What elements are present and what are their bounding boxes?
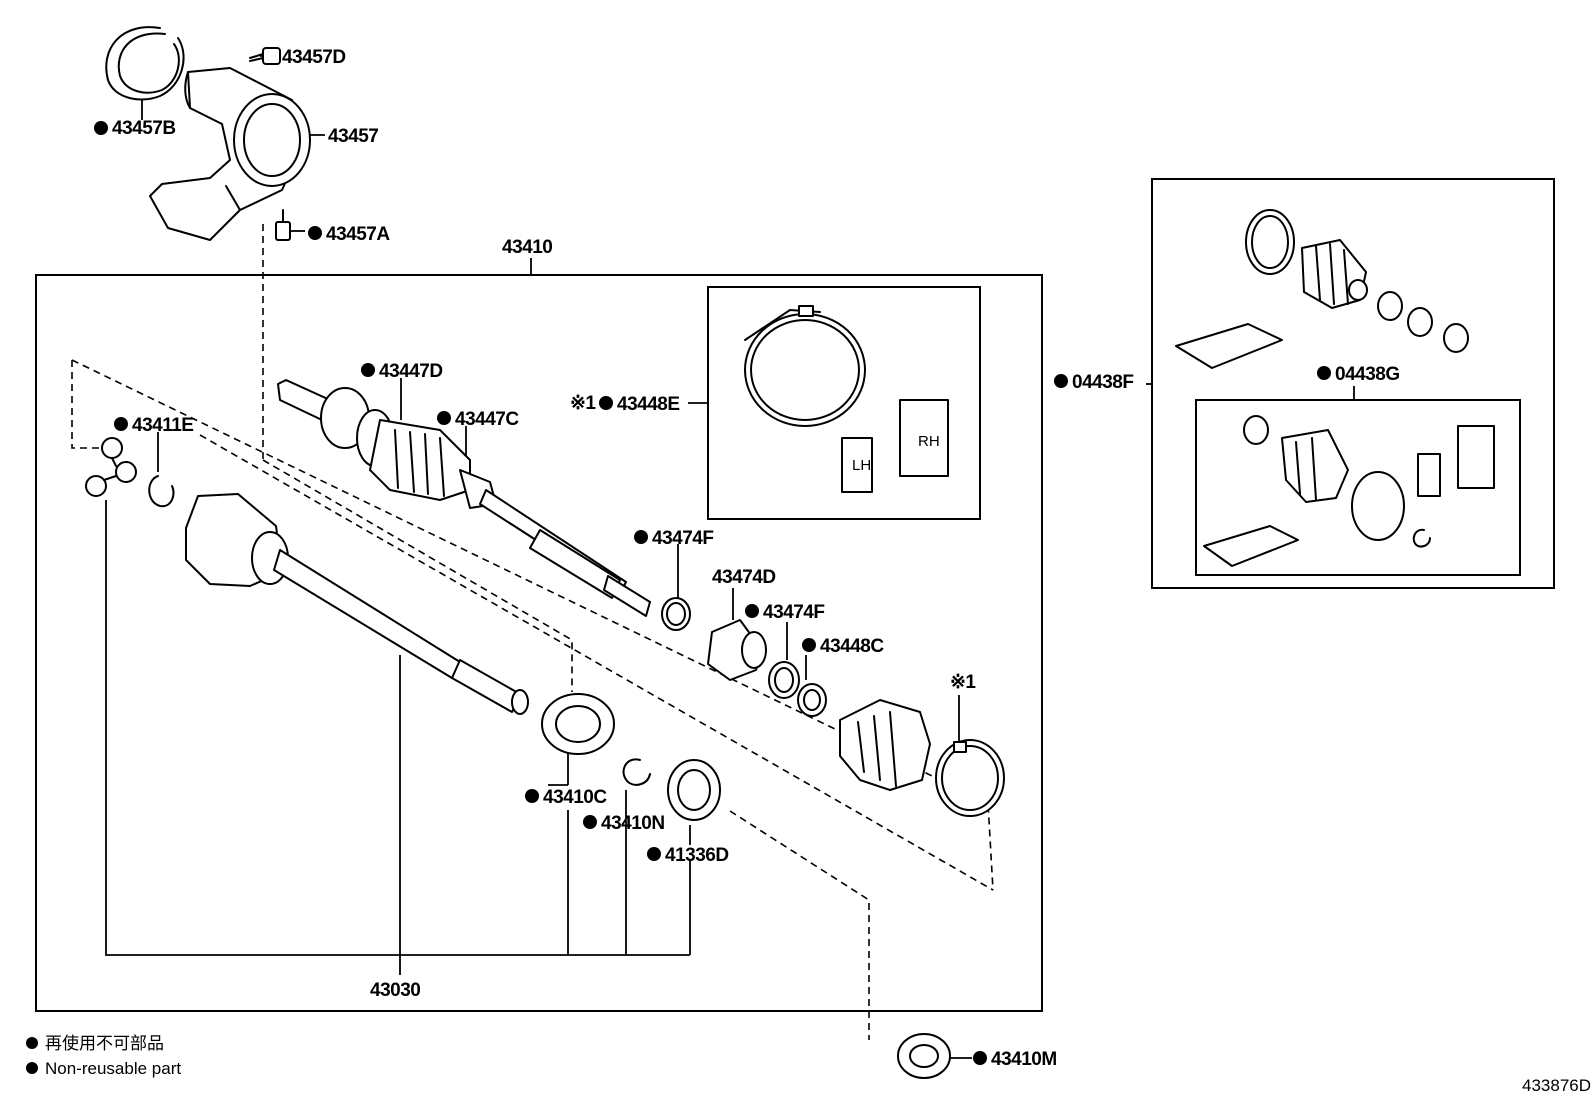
boot-kit-04438G-art <box>1203 415 1495 567</box>
clamp-43448C <box>797 683 827 717</box>
svg-text:LH: LH <box>852 457 871 474</box>
label-41336D[interactable]: 41336D <box>665 845 729 866</box>
inboard-housing-shaft <box>185 493 529 715</box>
inboard-boot <box>839 699 931 791</box>
clamp-43448E <box>935 739 1005 817</box>
svg-text:RH: RH <box>918 433 940 450</box>
label-43447C[interactable]: 43447C <box>455 409 520 430</box>
label-43457A[interactable]: 43457A <box>326 224 391 245</box>
legend-en: Non-reusable part <box>45 1059 181 1078</box>
label-43474F-b[interactable]: 43474F <box>763 602 825 623</box>
damper-43474D <box>707 619 767 681</box>
label-04438F[interactable]: 04438F <box>1072 372 1134 393</box>
snap-ring-43410N <box>622 758 651 786</box>
label-43410[interactable]: 43410 <box>502 237 553 258</box>
snap-ring-43411E <box>148 475 175 508</box>
label-43448E-prefix: ※1 <box>570 393 596 414</box>
label-43410N[interactable]: 43410N <box>601 813 665 834</box>
seal-43410M <box>897 1033 951 1079</box>
label-mark-1: ※1 <box>950 672 976 693</box>
bolt-43457A <box>275 209 291 241</box>
assembly-43410-box <box>35 274 1043 1012</box>
outboard-cv-joint <box>277 379 651 617</box>
diagram-id: 433876D <box>1522 1076 1591 1095</box>
label-43030[interactable]: 43030 <box>370 980 421 1001</box>
label-43474F-a[interactable]: 43474F <box>652 528 714 549</box>
legend: 再使用不可部品 Non-reusable part <box>26 1033 181 1078</box>
label-43457B[interactable]: 43457B <box>112 118 176 139</box>
leader-lines <box>105 55 1355 1059</box>
label-43410M[interactable]: 43410M <box>991 1049 1057 1070</box>
boot-kit-04438F-art <box>1175 209 1469 369</box>
oil-seal-41336D <box>667 759 721 821</box>
clamp-detail-art: LH RH <box>744 305 949 493</box>
clamp-43474F-b <box>768 661 800 699</box>
tripod-joint <box>85 437 137 497</box>
label-43448C[interactable]: 43448C <box>820 636 885 657</box>
label-43447D[interactable]: 43447D <box>379 361 443 382</box>
kit-04438G-box <box>1195 399 1521 576</box>
snap-ring-43457B <box>105 26 185 101</box>
part-labels: 43457D 43457B 43457 43457A 43410 43447D … <box>94 47 1400 1070</box>
label-43411E[interactable]: 43411E <box>132 415 194 436</box>
bearing-bracket-43457 <box>149 67 311 241</box>
legend-jp: 再使用不可部品 <box>45 1033 164 1053</box>
label-43474D[interactable]: 43474D <box>712 567 776 588</box>
label-43410C[interactable]: 43410C <box>543 787 608 808</box>
clamp-43474F-a <box>661 597 691 631</box>
dashed-guides <box>71 224 994 1040</box>
label-04438G[interactable]: 04438G <box>1335 364 1400 385</box>
label-43457D[interactable]: 43457D <box>282 47 346 68</box>
label-43448E[interactable]: 43448E <box>617 394 680 415</box>
label-43457[interactable]: 43457 <box>328 126 379 147</box>
bearing-43410C <box>541 693 615 755</box>
bolt-43457D <box>249 47 281 65</box>
